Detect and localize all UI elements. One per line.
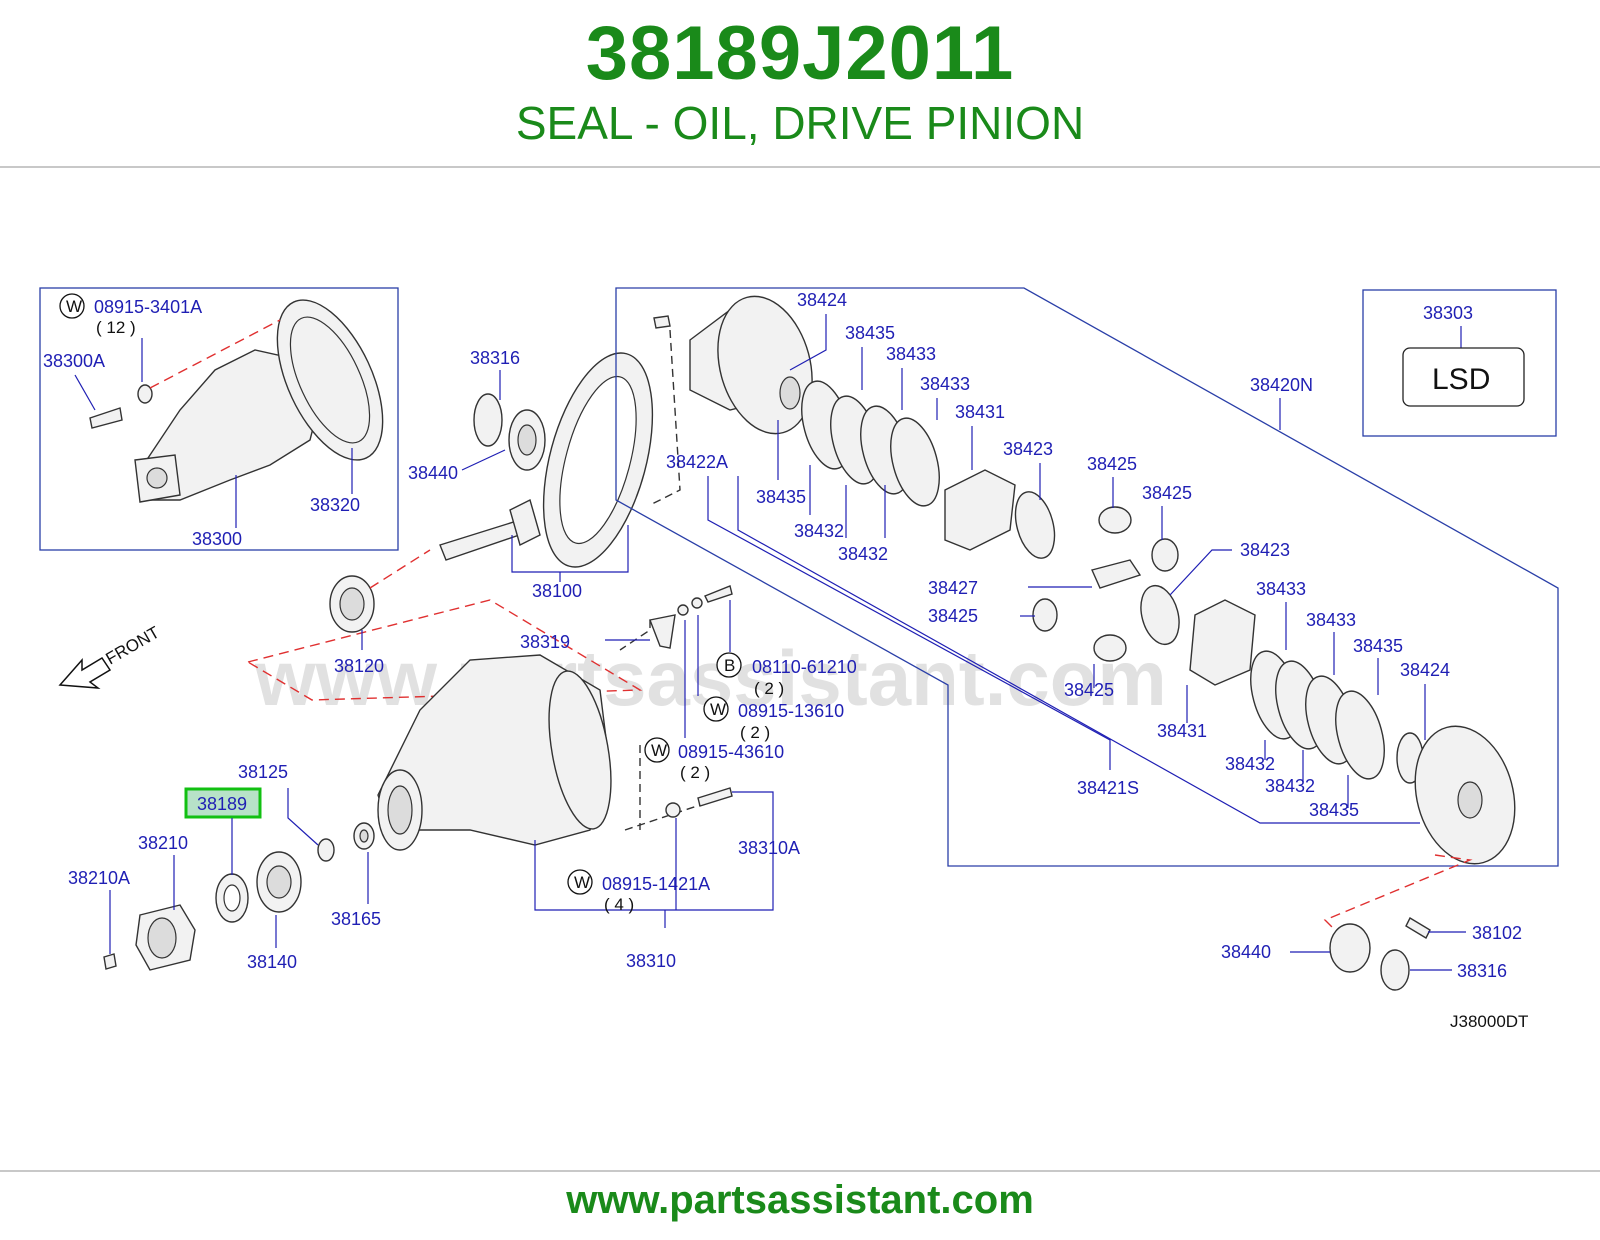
label-38316-a[interactable]: 38316 bbox=[470, 348, 520, 368]
badge-w-letter: W bbox=[651, 741, 667, 760]
footer-url[interactable]: www.partsassistant.com bbox=[566, 1178, 1034, 1222]
label-08915-13610[interactable]: 08915-13610 bbox=[738, 701, 844, 721]
label-38422a[interactable]: 38422A bbox=[666, 452, 728, 472]
carrier-assembly-box bbox=[39, 287, 399, 551]
lsd-info-box bbox=[1362, 289, 1557, 437]
badge-w bbox=[703, 696, 729, 722]
badge-w-letter: W bbox=[574, 873, 590, 892]
badge-b-letter: B bbox=[724, 656, 735, 675]
badge-w-letter: W bbox=[66, 297, 82, 316]
label-38432-d[interactable]: 38432 bbox=[1265, 776, 1315, 796]
label-38125[interactable]: 38125 bbox=[238, 762, 288, 782]
leaders-housing bbox=[534, 600, 774, 928]
leaders-flange bbox=[109, 788, 369, 954]
badge-w-letter: W bbox=[710, 700, 726, 719]
label-38421s[interactable]: 38421S bbox=[1077, 778, 1139, 798]
label-38427[interactable]: 38427 bbox=[928, 578, 978, 598]
badge-w bbox=[644, 737, 670, 763]
label-38433-b[interactable]: 38433 bbox=[920, 374, 970, 394]
badge-b bbox=[716, 652, 742, 678]
footer-divider bbox=[0, 1170, 1600, 1172]
qty-2-a: ( 2 ) bbox=[754, 679, 784, 698]
label-38310[interactable]: 38310 bbox=[626, 951, 676, 971]
label-38210a[interactable]: 38210A bbox=[68, 868, 130, 888]
label-38433-d[interactable]: 38433 bbox=[1306, 610, 1356, 630]
label-38423-b[interactable]: 38423 bbox=[1240, 540, 1290, 560]
label-38424-a[interactable]: 38424 bbox=[797, 290, 847, 310]
label-08915-43610[interactable]: 08915-43610 bbox=[678, 742, 784, 762]
label-38424-b[interactable]: 38424 bbox=[1400, 660, 1450, 680]
label-38165[interactable]: 38165 bbox=[331, 909, 381, 929]
label-38320[interactable]: 38320 bbox=[310, 495, 360, 515]
highlight-box-38189 bbox=[184, 787, 262, 819]
diff-carrier-housing-drawing bbox=[377, 585, 733, 851]
label-38433-c[interactable]: 38433 bbox=[1256, 579, 1306, 599]
qty-2-c: ( 2 ) bbox=[680, 763, 710, 782]
label-38319[interactable]: 38319 bbox=[520, 632, 570, 652]
leaders-bottom-right bbox=[1290, 931, 1466, 971]
pinion-flange-stack-drawing bbox=[103, 822, 375, 971]
label-38425-c[interactable]: 38425 bbox=[928, 606, 978, 626]
leaders-lsd bbox=[707, 314, 1426, 824]
front-label: FRONT bbox=[103, 623, 163, 669]
label-38120[interactable]: 38120 bbox=[334, 656, 384, 676]
label-38433-a[interactable]: 38433 bbox=[886, 344, 936, 364]
label-38431-b[interactable]: 38431 bbox=[1157, 721, 1207, 741]
lsd-tag-label: LSD bbox=[1432, 363, 1490, 396]
label-38431-a[interactable]: 38431 bbox=[955, 402, 1005, 422]
leaders-pinion bbox=[361, 370, 629, 650]
front-arrow-icon bbox=[58, 656, 112, 689]
qty-2-b: ( 2 ) bbox=[740, 723, 770, 742]
badge-w bbox=[59, 293, 85, 319]
label-38435-c[interactable]: 38435 bbox=[1353, 636, 1403, 656]
label-38440-a[interactable]: 38440 bbox=[408, 463, 458, 483]
label-38432-c[interactable]: 38432 bbox=[1225, 754, 1275, 774]
header-divider bbox=[0, 166, 1600, 168]
parts-diagram: www.partsassistant.com W 08915-3401A ( 1… bbox=[39, 287, 1559, 1031]
pinion-ring-gear-drawing bbox=[246, 352, 654, 701]
label-38102[interactable]: 38102 bbox=[1472, 923, 1522, 943]
label-08915-3401a[interactable]: 08915-3401A bbox=[94, 297, 202, 317]
lsd-internals-drawing bbox=[649, 295, 1516, 991]
label-38440-b[interactable]: 38440 bbox=[1221, 942, 1271, 962]
label-38432-b[interactable]: 38432 bbox=[838, 544, 888, 564]
label-38310a[interactable]: 38310A bbox=[738, 838, 800, 858]
diagram-code: J38000DT bbox=[1450, 1012, 1528, 1031]
label-38425-b[interactable]: 38425 bbox=[1142, 483, 1192, 503]
part-description: SEAL - OIL, DRIVE PINION bbox=[515, 97, 1085, 149]
badge-w bbox=[567, 869, 593, 895]
label-38140[interactable]: 38140 bbox=[247, 952, 297, 972]
label-38423-a[interactable]: 38423 bbox=[1003, 439, 1053, 459]
label-08915-1421a[interactable]: 08915-1421A bbox=[602, 874, 710, 894]
label-38425-a[interactable]: 38425 bbox=[1087, 454, 1137, 474]
label-38435-b[interactable]: 38435 bbox=[756, 487, 806, 507]
label-38210[interactable]: 38210 bbox=[138, 833, 188, 853]
qty-4: ( 4 ) bbox=[604, 895, 634, 914]
qty-12: ( 12 ) bbox=[96, 318, 136, 337]
leaders-box1 bbox=[74, 338, 353, 528]
label-38100[interactable]: 38100 bbox=[532, 581, 582, 601]
label-38303[interactable]: 38303 bbox=[1423, 303, 1473, 323]
label-38316-b[interactable]: 38316 bbox=[1457, 961, 1507, 981]
label-38189-highlighted[interactable]: 38189 bbox=[197, 794, 247, 814]
label-38435-d[interactable]: 38435 bbox=[1309, 800, 1359, 820]
label-38300a[interactable]: 38300A bbox=[43, 351, 105, 371]
lsd-assembly-outline bbox=[615, 287, 1559, 867]
carrier-assembly-drawing bbox=[89, 299, 384, 503]
label-08110-61210[interactable]: 08110-61210 bbox=[752, 657, 857, 677]
lsd-tag bbox=[1402, 347, 1525, 407]
part-number-title: 38189J2011 bbox=[585, 11, 1015, 96]
label-38432-a[interactable]: 38432 bbox=[794, 521, 844, 541]
label-38425-d[interactable]: 38425 bbox=[1064, 680, 1114, 700]
label-38435-a[interactable]: 38435 bbox=[845, 323, 895, 343]
label-38300[interactable]: 38300 bbox=[192, 529, 242, 549]
label-38420n[interactable]: 38420N bbox=[1250, 375, 1313, 395]
